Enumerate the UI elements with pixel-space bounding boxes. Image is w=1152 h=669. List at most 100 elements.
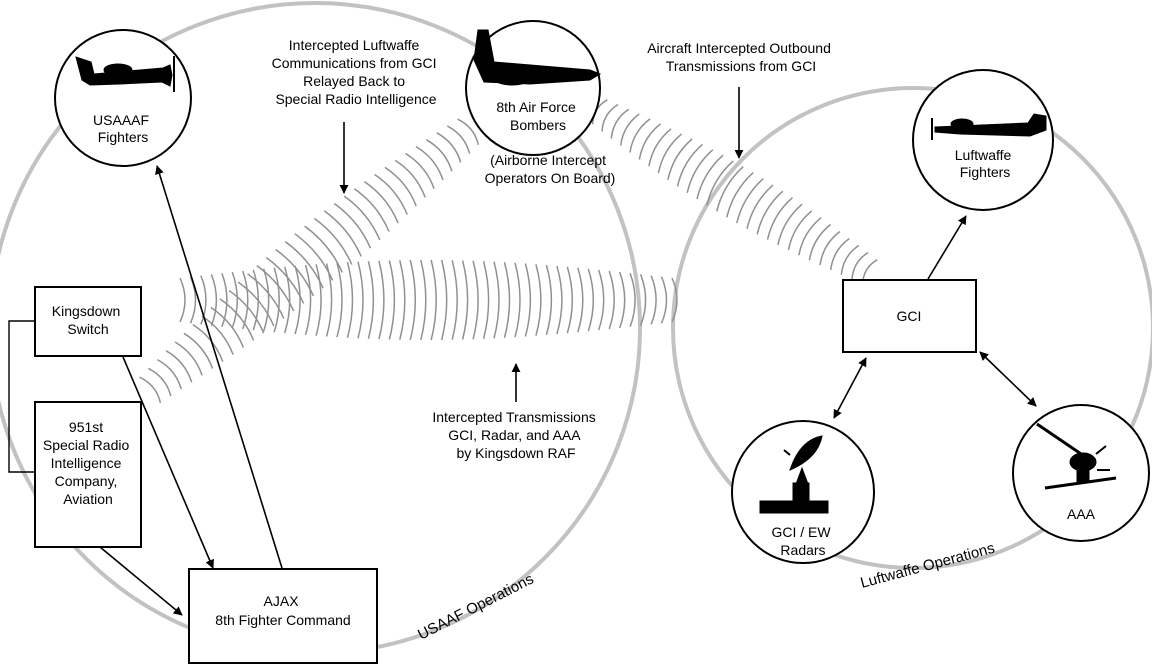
radio-wave-arc (333, 202, 372, 249)
radio-wave-arc (472, 260, 479, 340)
radio-wave-arc (394, 159, 426, 198)
radio-wave-arc (587, 268, 594, 332)
radio-wave-arc (201, 315, 234, 355)
radio-wave-arc (819, 230, 841, 266)
radio-wave-arc (566, 266, 573, 334)
radio-wave-arc (219, 298, 255, 341)
radio-wave-arc (367, 261, 375, 339)
radio-wave-arc (388, 260, 396, 340)
gci-to-luftwaffe-fighters-arrow (927, 215, 967, 280)
company-951st-box (34, 401, 142, 548)
usaaaf-fighters-label: USAAAF Fighters (93, 112, 153, 145)
radio-wave-arc (174, 341, 203, 376)
radio-wave-arc (808, 223, 832, 261)
luftwaffe-fighters-label: Luftwaffe Fighters (955, 147, 1015, 180)
radio-wave-arc (284, 240, 324, 289)
luftwaffe-fighters-circle (912, 69, 1054, 211)
luftwaffe-operations-circle (671, 86, 1152, 570)
fighter-plane-icon (931, 113, 1047, 140)
radio-wave-arc (353, 188, 390, 232)
radio-wave-arc (787, 210, 813, 251)
radio-wave-arc (671, 277, 678, 323)
gci-radars-arrow (833, 357, 867, 419)
radio-wave-arc (384, 166, 417, 207)
radio-wave-arc (294, 233, 334, 281)
labels: USAAAF Fighters 8th Air Force Bombers (A… (43, 37, 1096, 644)
radio-wave-arc (228, 289, 265, 334)
radio-wave-arc (237, 281, 275, 327)
radio-wave-arc (746, 184, 774, 229)
radio-wave-arc (657, 133, 683, 174)
radio-wave-arc (650, 275, 657, 325)
radio-wave-arc (638, 123, 662, 160)
radio-wave-arc (648, 128, 672, 167)
radio-wave-arc (493, 261, 500, 339)
radio-wave-arc (597, 269, 605, 331)
aaa-label: AAA (1067, 506, 1096, 522)
radio-wave-arc (639, 274, 647, 326)
bombers-label: 8th Air Force Bombers (496, 99, 579, 133)
gci-aaa-arrow (979, 351, 1037, 407)
radio-wave-arc (601, 103, 619, 132)
radio-wave-arc (313, 217, 353, 265)
company-to-ajax-arrow (99, 546, 183, 616)
radio-wave-arc (619, 113, 640, 146)
radio-wave-arc (556, 265, 563, 335)
kingsdown-switch-label: Kingsdown Switch (52, 303, 124, 337)
intercepted-luftwaffe-annotation: Intercepted Luftwaffe Communications fro… (272, 37, 441, 107)
radio-wave-arc (726, 172, 754, 218)
kingsdown-switch-box (34, 286, 142, 357)
radio-wave-arc (777, 203, 803, 246)
radio-wave-arc (346, 262, 354, 338)
radio-wave-arc (200, 275, 207, 325)
radio-wave-arc (210, 306, 245, 348)
radio-wave-arc (247, 273, 285, 319)
radio-wave-arc (363, 180, 399, 224)
connections (8, 87, 1037, 616)
radio-wave-arc (221, 272, 228, 328)
radio-wave-arc (676, 143, 703, 187)
radio-wave-arc (716, 166, 744, 212)
radio-wave-arc (608, 270, 615, 330)
radio-wave-arc (514, 262, 521, 338)
radio-wave-bands (139, 99, 878, 403)
radio-wave-arc (405, 152, 435, 189)
radio-wave-arc (503, 262, 511, 338)
radio-wave-arc (457, 118, 480, 145)
ajax-box (188, 568, 378, 664)
switch-company-link (8, 320, 35, 473)
radio-wave-arc (336, 262, 343, 338)
radio-wave-arc (183, 332, 214, 369)
radio-wave-arc (524, 263, 532, 337)
intercepted-transmissions-annotation: Intercepted Transmissions GCI, Radar, an… (432, 409, 599, 461)
radio-wave-arc (736, 178, 764, 224)
switch-to-ajax-arrow (122, 356, 214, 569)
radio-wave-arc (436, 132, 462, 163)
radio-wave-arc (273, 267, 280, 333)
radio-wave-arc (851, 251, 869, 280)
radio-wave-arc (242, 270, 249, 330)
radio-wave-arc (275, 248, 315, 297)
aircraft-intercepted-annotation: Aircraft Intercepted Outbound Transmissi… (647, 40, 835, 74)
radio-wave-arc (378, 260, 385, 340)
radio-wave-arc (545, 264, 553, 336)
radio-wave-arc (660, 276, 668, 324)
radio-wave-arc (756, 190, 784, 235)
radio-wave-arc (446, 125, 471, 154)
usaaaf-fighters-circle (54, 29, 192, 167)
radio-wave-arc (357, 261, 364, 339)
radio-wave-arc (210, 274, 218, 326)
radio-wave-arc (156, 358, 183, 390)
radio-wave-arc (629, 118, 651, 153)
radio-wave-arc (535, 264, 542, 336)
usaaf-operations-label: USAAF Operations (415, 571, 536, 644)
radio-wave-arc (294, 265, 301, 335)
radio-wave-arc (283, 266, 291, 334)
radio-wave-arc (706, 160, 734, 206)
radio-wave-arc (577, 267, 584, 333)
radio-wave-arc (840, 244, 860, 275)
radio-wave-arc (629, 272, 636, 328)
radio-wave-arc (440, 259, 448, 341)
radio-wave-arc (165, 350, 193, 383)
